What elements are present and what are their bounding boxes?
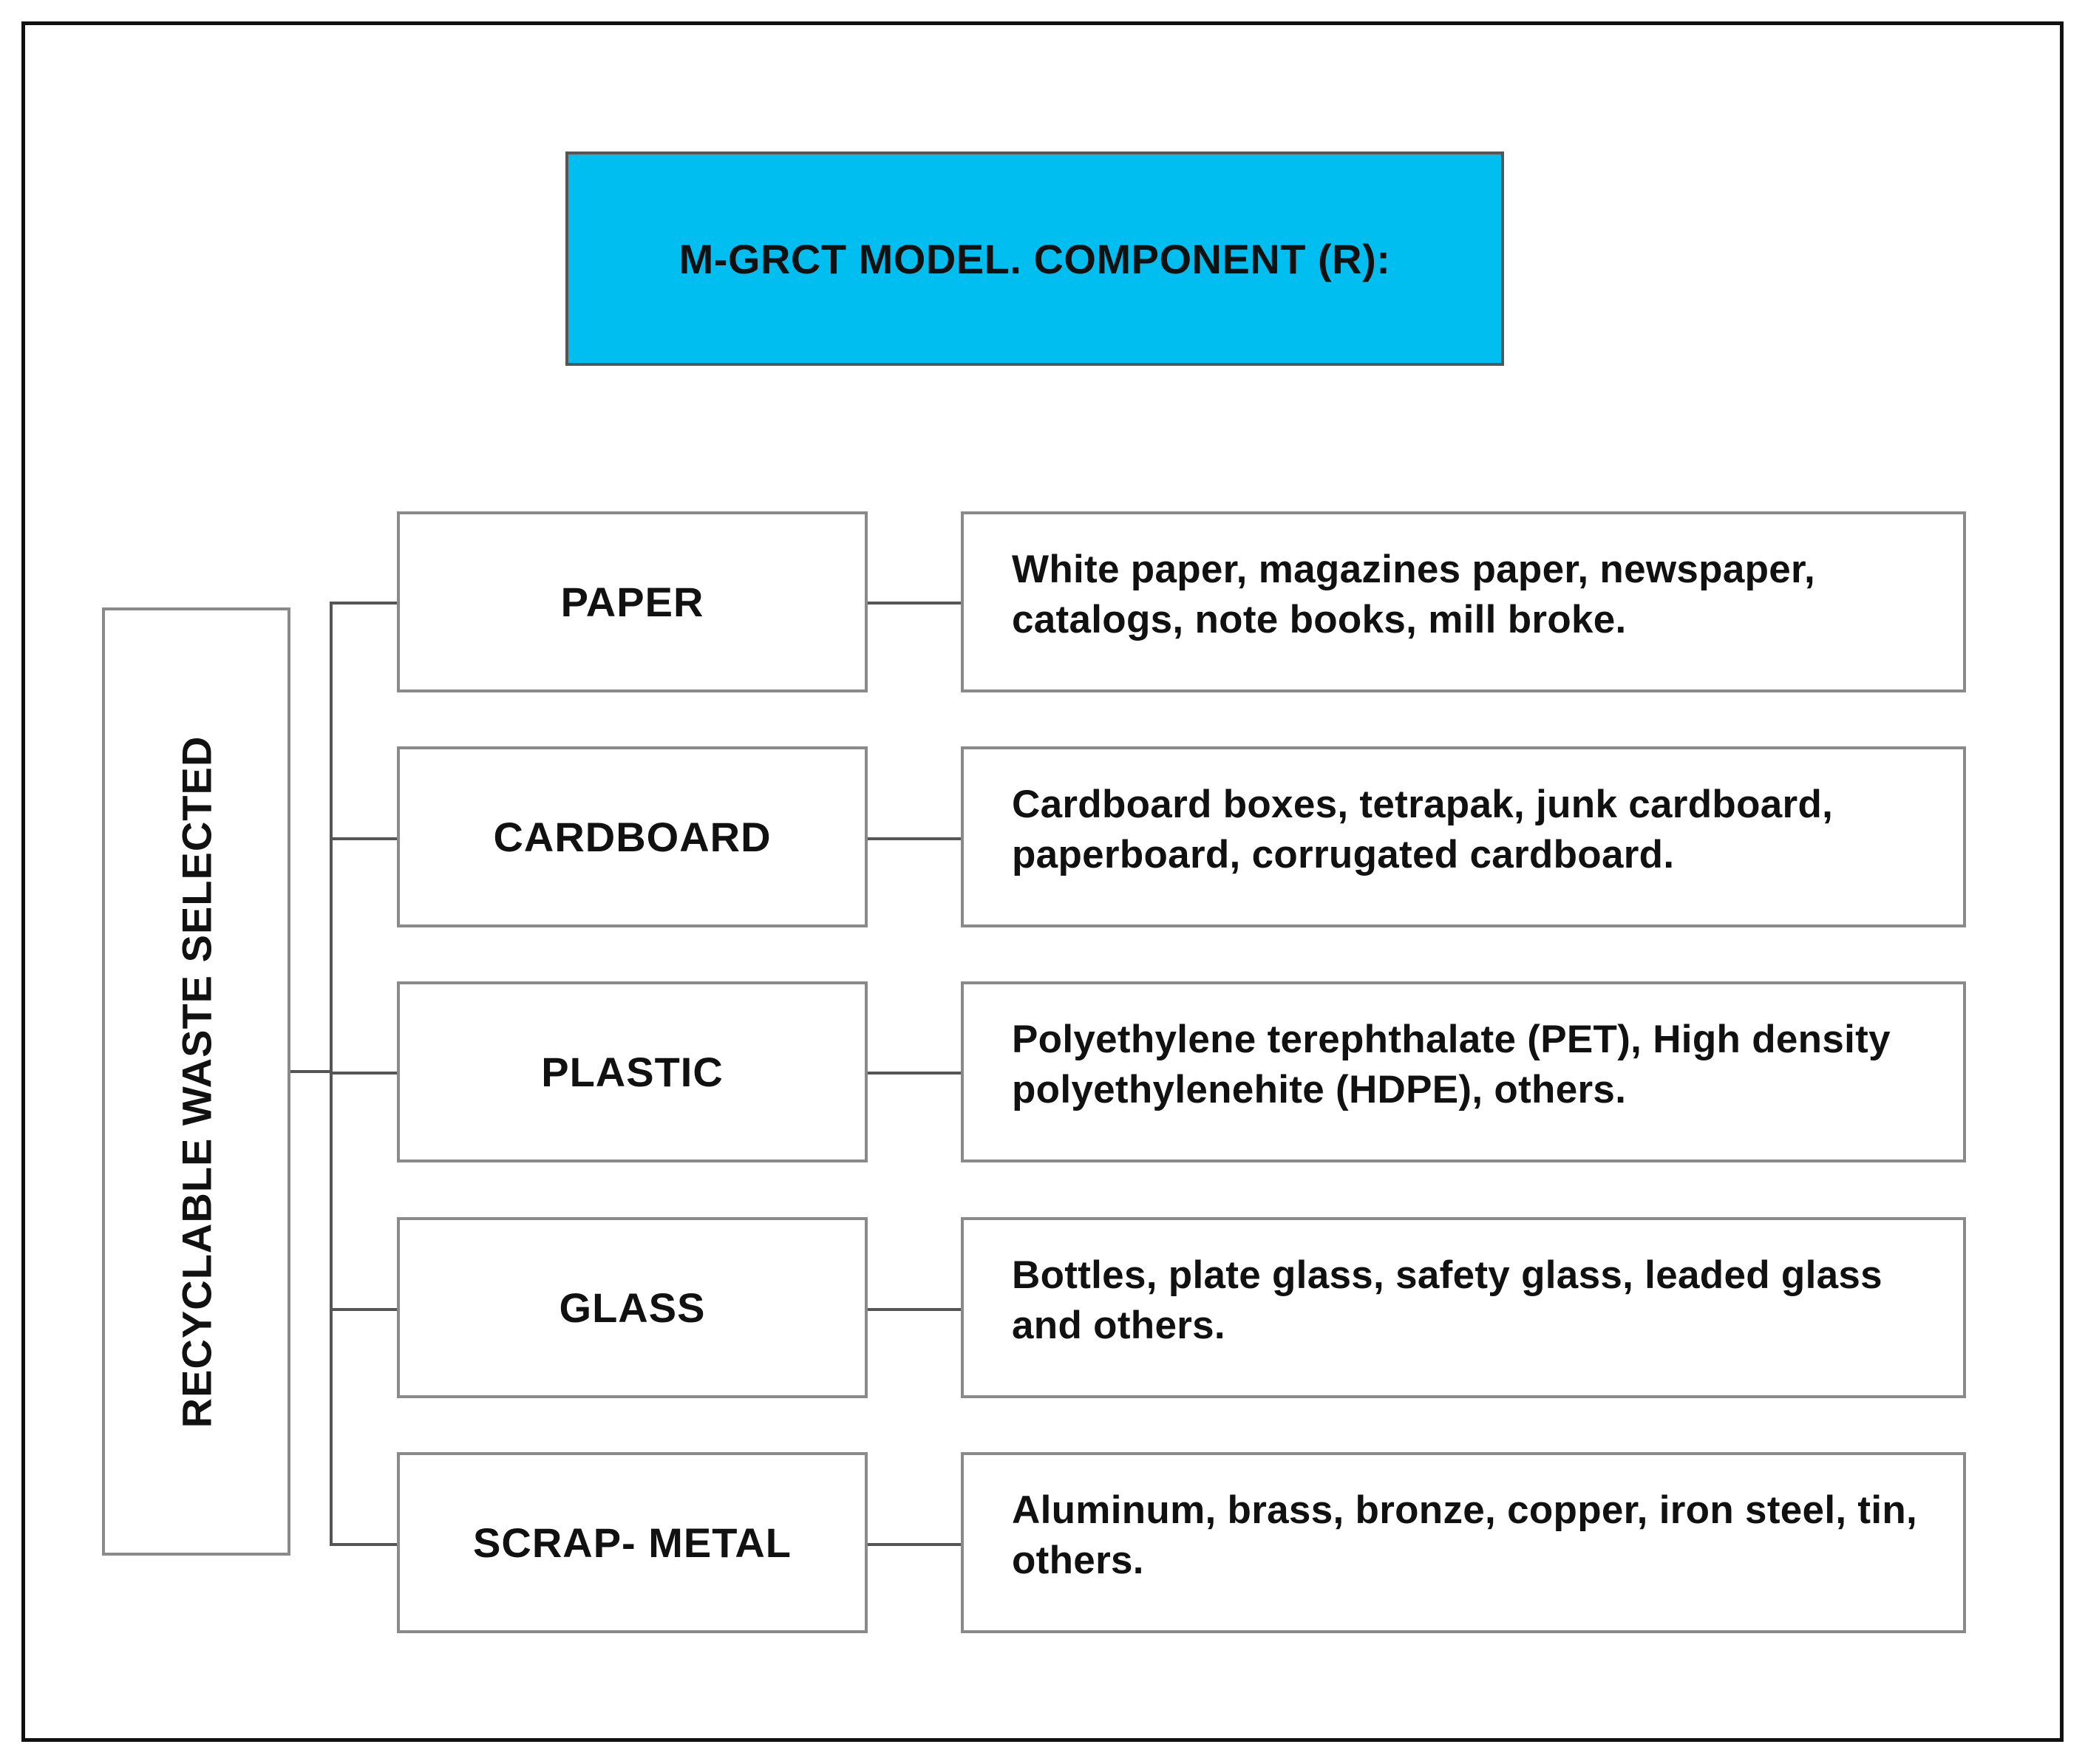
link-glass bbox=[868, 1308, 961, 1311]
category-cardboard: CARDBOARD bbox=[397, 746, 868, 927]
root-label: RECYCLABLE WASTE SELECTED bbox=[173, 735, 220, 1428]
branch-scrap-metal bbox=[330, 1543, 398, 1546]
category-label: GLASS bbox=[559, 1284, 706, 1331]
link-paper bbox=[868, 602, 961, 605]
title-box: M-GRCT MODEL. COMPONENT (R): bbox=[565, 151, 1504, 366]
branch-glass bbox=[330, 1308, 398, 1311]
category-plastic: PLASTIC bbox=[397, 981, 868, 1162]
category-label: PLASTIC bbox=[541, 1049, 724, 1095]
description-text: Cardboard boxes, tetrapak, junk cardboar… bbox=[1012, 782, 1834, 876]
description-plastic: Polyethylene terephthalate (PET), High d… bbox=[961, 981, 1966, 1162]
branch-paper bbox=[330, 602, 398, 605]
description-text: Aluminum, brass, bronze, copper, iron st… bbox=[1012, 1488, 1918, 1582]
description-text: Bottles, plate glass, safety glass, lead… bbox=[1012, 1253, 1882, 1347]
category-paper: PAPER bbox=[397, 511, 868, 692]
category-glass: GLASS bbox=[397, 1217, 868, 1398]
link-cardboard bbox=[868, 837, 961, 840]
root-box: RECYCLABLE WASTE SELECTED bbox=[102, 607, 290, 1556]
link-scrap-metal bbox=[868, 1543, 961, 1546]
diagram-frame bbox=[21, 21, 2064, 1742]
description-paper: White paper, magazines paper, newspaper,… bbox=[961, 511, 1966, 692]
branch-plastic bbox=[330, 1072, 398, 1075]
diagram-title: M-GRCT MODEL. COMPONENT (R): bbox=[678, 235, 1391, 282]
description-text: White paper, magazines paper, newspaper,… bbox=[1012, 547, 1816, 641]
category-label: PAPER bbox=[560, 579, 704, 625]
description-cardboard: Cardboard boxes, tetrapak, junk cardboar… bbox=[961, 746, 1966, 927]
description-glass: Bottles, plate glass, safety glass, lead… bbox=[961, 1217, 1966, 1398]
description-scrap-metal: Aluminum, brass, bronze, copper, iron st… bbox=[961, 1452, 1966, 1633]
category-label: CARDBOARD bbox=[493, 814, 772, 860]
category-label: SCRAP- METAL bbox=[473, 1519, 792, 1566]
branch-cardboard bbox=[330, 837, 398, 840]
link-plastic bbox=[868, 1072, 961, 1075]
category-scrap-metal: SCRAP- METAL bbox=[397, 1452, 868, 1633]
description-text: Polyethylene terephthalate (PET), High d… bbox=[1012, 1017, 1891, 1111]
root-connector bbox=[290, 1070, 331, 1073]
